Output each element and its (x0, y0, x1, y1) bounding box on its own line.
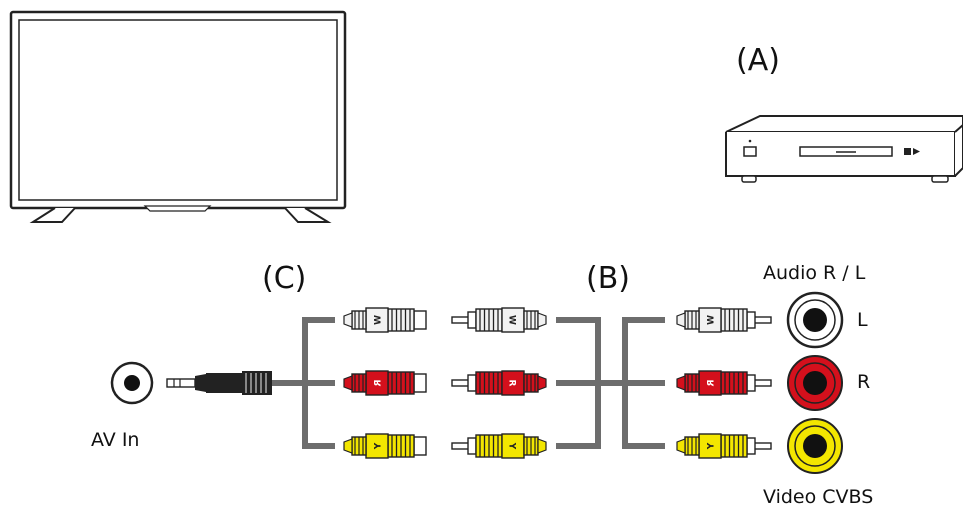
svg-text:R: R (507, 380, 517, 387)
jack-r-label: R (857, 371, 870, 393)
dvd-player-icon (725, 115, 963, 183)
av-in-jack-icon (110, 361, 154, 405)
svg-text:R: R (374, 380, 384, 387)
tv-icon (9, 10, 347, 223)
svg-text:W: W (707, 315, 717, 325)
cable-c-label: (C) (262, 261, 306, 296)
svg-text:Y: Y (707, 442, 717, 450)
cable-b-left-red-plug: R (451, 370, 547, 396)
audio-rl-label: Audio R / L (763, 262, 866, 284)
cable-b-wires (556, 317, 665, 449)
svg-text:Y: Y (507, 442, 517, 450)
cable-b-right-red-plug: R (676, 370, 772, 396)
device-a-label: (A) (736, 43, 780, 78)
svg-text:R: R (707, 380, 717, 387)
svg-text:Y: Y (374, 442, 384, 450)
video-jack-icon (787, 418, 843, 474)
audio-l-jack-icon (786, 291, 844, 349)
jack-l-label: L (857, 309, 868, 331)
cable-c-wires (270, 317, 335, 449)
svg-text:W: W (507, 315, 517, 325)
cable-b-label: (B) (586, 261, 630, 296)
cable-c-red-plug: R (343, 370, 427, 396)
cable-c-white-plug: W (343, 307, 427, 333)
cable-c-yellow-plug: Y (343, 433, 427, 459)
minijack-plug-icon (166, 371, 272, 395)
rca-plugs: W W W R R R Y Y Y (343, 307, 772, 459)
cable-b-right-yellow-plug: Y (676, 433, 772, 459)
cable-b-left-white-plug: W (451, 307, 547, 333)
video-cvbs-label: Video CVBS (763, 486, 873, 506)
cable-b-left-yellow-plug: Y (451, 433, 547, 459)
audio-r-jack-icon (787, 355, 843, 411)
svg-text:W: W (374, 315, 384, 325)
cable-b-right-white-plug: W (676, 307, 772, 333)
av-in-label: AV In (91, 429, 139, 451)
